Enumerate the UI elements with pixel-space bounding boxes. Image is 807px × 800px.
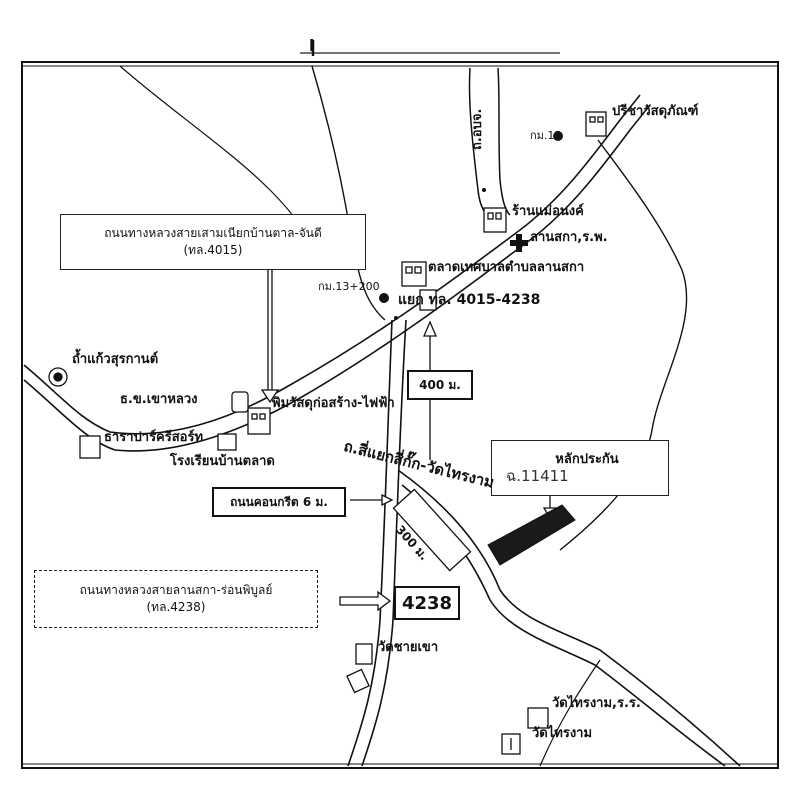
wat-chaikhao-icon: [355, 643, 373, 665]
box-hwy4015-line1: ถนนทางหลวงสายเสามเนียกบ้านตาล-จันดี: [104, 226, 322, 240]
road-dot: [482, 188, 486, 192]
arrow-concrete-road: [350, 493, 394, 507]
shop-icons: [48, 111, 607, 755]
collateral-title: หลักประกัน: [555, 452, 619, 467]
km13-dot: [553, 131, 563, 141]
label-wat-saingam-school: วัดไทรงาม,ร.ร.: [552, 696, 641, 711]
label-lansaka-hospital: ลานสกา,ร.พ.: [530, 230, 608, 245]
school-icon: [217, 433, 237, 451]
label-market: ตลาดเทศบาลตำบลลานสกา: [428, 260, 585, 275]
resort-icon: [79, 435, 101, 459]
km13-200-dot: [379, 293, 389, 303]
box-hwy4238: ถนนทางหลวงสายลานสกา-ร่อนพิบูลย์ (ทล.4238…: [34, 570, 318, 628]
map-frame: [21, 61, 779, 769]
label-shop-pim: พิมวัสดุก่อสร้าง-ไฟฟ้า: [272, 396, 395, 411]
label-cave: ถ้ำแก้วสุรกานต์: [72, 352, 159, 367]
junction-dot: [394, 316, 398, 320]
box-300m: [392, 488, 472, 572]
road-4015: [23, 94, 651, 452]
label-km13: กม.13: [530, 129, 562, 142]
label-wat-chaikhao: วัดชายเขา: [378, 640, 439, 655]
label-junction: แยก ทล. 4015-4238: [398, 292, 541, 308]
label-shop-mae: ร้านแม่อนงค์: [512, 204, 584, 219]
arrow-hwy4238: [339, 590, 392, 612]
box-hwy4238-line2: (ทล.4238): [146, 600, 206, 614]
box-hwy4238-line1: ถนนทางหลวงสายลานสกา-ร่อนพิบูลย์: [79, 583, 273, 597]
box-concrete-road: ถนนคอนกรีต 6 ม.: [212, 487, 346, 517]
box-hwy4015: ถนนทางหลวงสายเสามเนียกบ้านตาล-จันดี (ทล.…: [60, 214, 366, 270]
market-icon: [401, 261, 427, 287]
label-road-orborjor: ถ.อบจ.: [470, 108, 485, 150]
hospital-cross-icon: [510, 234, 528, 252]
road-south-thin: [539, 659, 601, 767]
wat-saingam-school-icon: [527, 707, 549, 729]
label-km13-200: กม.13+200: [318, 280, 380, 293]
junction-shop-icon: [419, 289, 437, 311]
chaikhao-marker-icon: [346, 668, 370, 694]
collateral-code: ฉ.11411: [506, 467, 569, 485]
shop-mae-icon: [483, 207, 507, 233]
bank-icon: [231, 391, 249, 413]
box-dist-400: 400 ม.: [407, 370, 473, 400]
label-school: โรงเรียนบ้านตลาด: [170, 454, 275, 469]
box-route-4238: 4238: [394, 586, 460, 620]
road-4238: [347, 319, 407, 767]
label-pricha: ปรีชาวัสดุภัณฑ์: [612, 104, 699, 119]
box-collateral: หลักประกัน ฉ.11411: [491, 440, 669, 496]
label-wat-saingam: วัดไทรงาม: [532, 726, 593, 741]
label-resort: ธาราปาร์ครีสอร์ท: [104, 430, 204, 445]
header-mark: l: [309, 36, 315, 55]
collateral-plot: [487, 504, 576, 566]
box-hwy4015-line2: (ทล.4015): [183, 243, 243, 257]
arrow-hwy4015: [260, 270, 280, 404]
label-bank: ธ.ข.เขาหลวง: [120, 392, 198, 407]
shop-pricha-icon: [585, 111, 607, 137]
shop-pim-icon: [247, 407, 271, 435]
